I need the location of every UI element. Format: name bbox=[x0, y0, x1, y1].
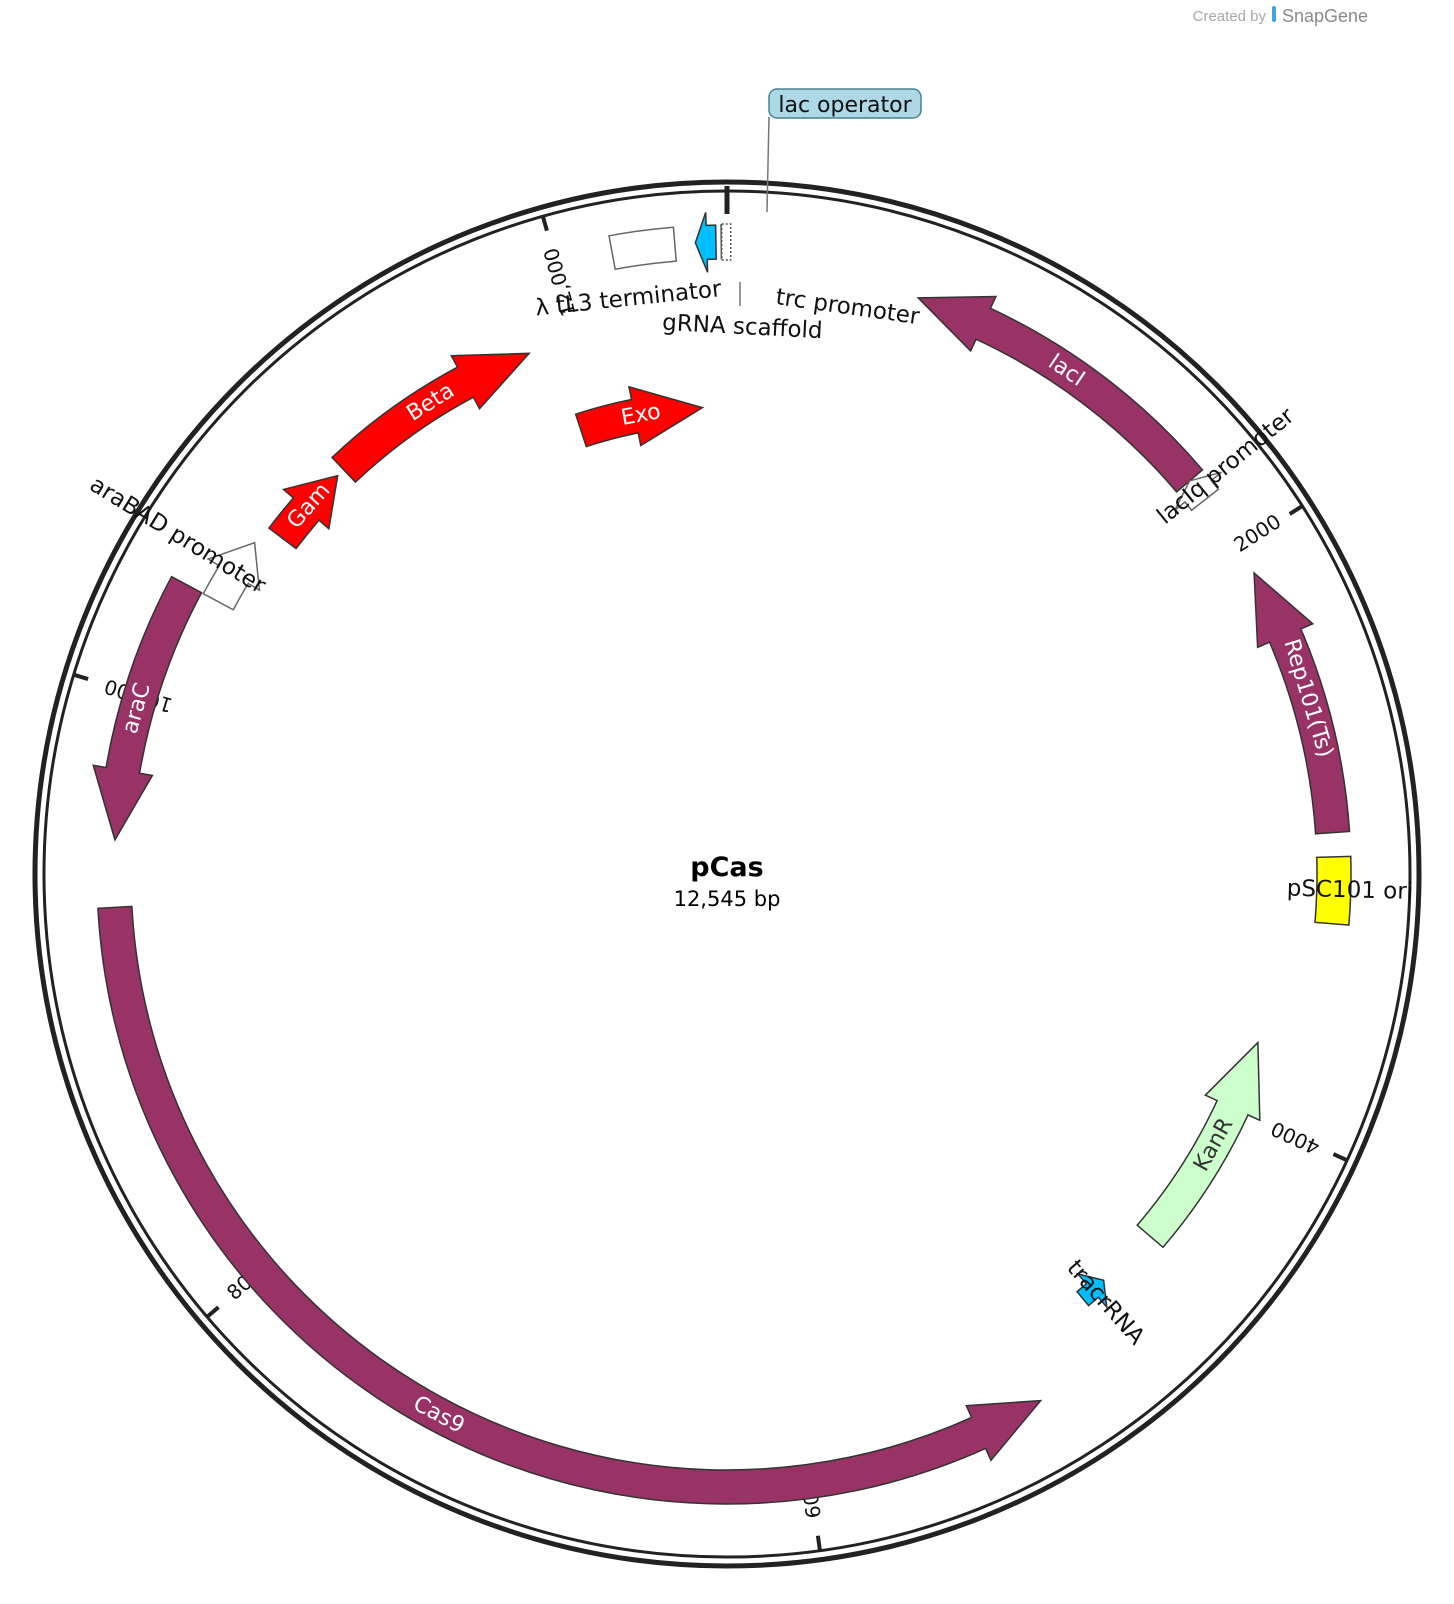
feature-grna-scaffold[interactable] bbox=[694, 212, 717, 273]
tick-2000 bbox=[1288, 504, 1304, 516]
tick-label-4000: 4000 bbox=[1267, 1116, 1323, 1159]
tick-label-2000: 2000 bbox=[1229, 509, 1285, 557]
tick-12000 bbox=[540, 215, 549, 232]
feature-label-psc101-ori: pSC101 ori bbox=[1286, 876, 1413, 905]
backbone-outer bbox=[32, 179, 1422, 1569]
feature-gam[interactable] bbox=[267, 474, 339, 550]
feature-lac-operator[interactable] bbox=[720, 223, 732, 261]
feature-arabad-promoter[interactable] bbox=[202, 541, 261, 611]
feature-exo[interactable] bbox=[574, 385, 705, 448]
feature-kanr[interactable] bbox=[1136, 1040, 1261, 1249]
lac-operator-callout-label: lac operator bbox=[778, 93, 912, 118]
feature-beta[interactable] bbox=[331, 352, 531, 484]
feature-tracrrna[interactable] bbox=[1075, 1272, 1108, 1310]
feature-psc101-ori[interactable] bbox=[1314, 855, 1352, 926]
credit-brand: SnapGene bbox=[1282, 6, 1368, 26]
feature-label-tracrrna: tracrRNA bbox=[1061, 1255, 1149, 1350]
feature-laci[interactable] bbox=[916, 295, 1204, 494]
feature-cas9[interactable] bbox=[97, 905, 1043, 1505]
feature-laciq-promoter[interactable] bbox=[1174, 471, 1222, 512]
feature-lambda-tl3-terminator[interactable] bbox=[608, 226, 678, 271]
plasmid-length: 12,545 bp bbox=[674, 887, 781, 911]
snapgene-logo-icon bbox=[1272, 6, 1276, 22]
plasmid-name: pCas bbox=[690, 852, 763, 883]
lac-operator-leader-line bbox=[766, 116, 770, 213]
feature-arac[interactable] bbox=[92, 575, 203, 842]
feature-rep101-ts[interactable] bbox=[1253, 571, 1351, 835]
tick-10000 bbox=[73, 672, 89, 681]
credit-prefix: Created by bbox=[1193, 8, 1267, 25]
tick-8000 bbox=[205, 1305, 220, 1319]
tick-6000 bbox=[815, 1535, 822, 1551]
feature-label-grna-scaffold: gRNA scaffold bbox=[662, 310, 824, 344]
lac-operator-callout[interactable] bbox=[768, 88, 922, 119]
tick-4000 bbox=[1332, 1152, 1348, 1163]
